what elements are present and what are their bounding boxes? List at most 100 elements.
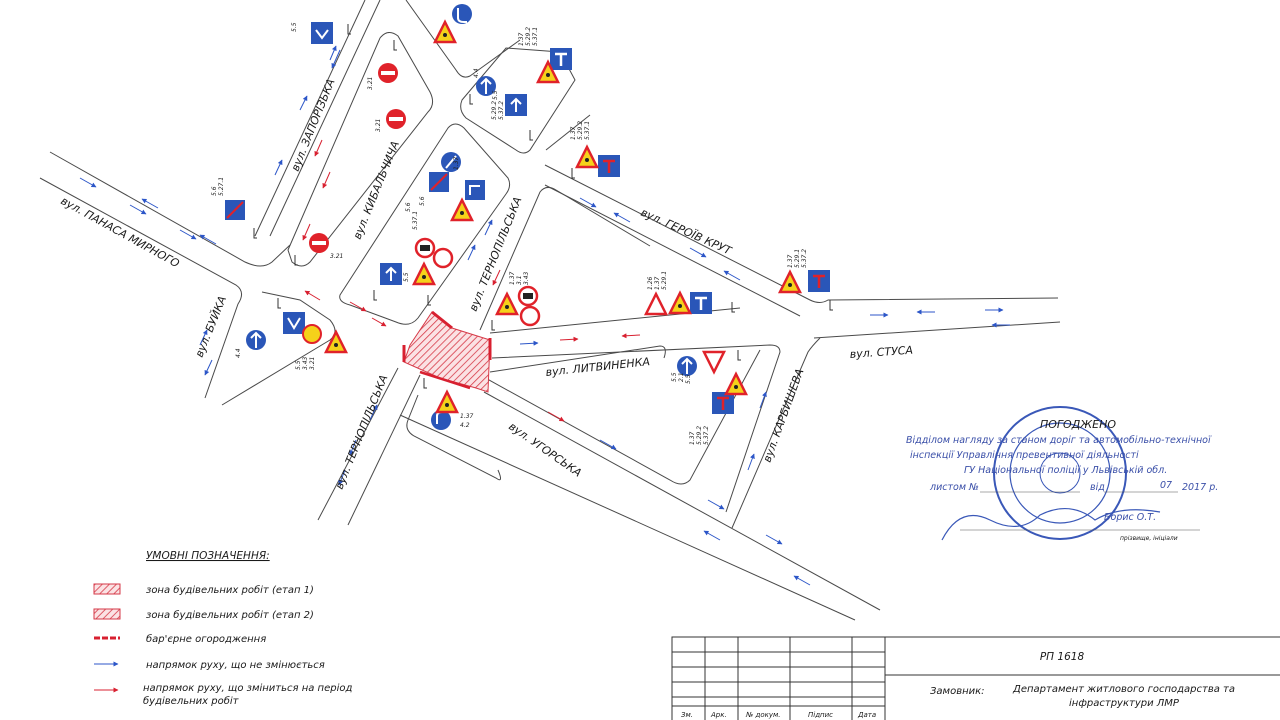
sign-code: 5.6 (211, 186, 218, 196)
legend-swatch-stage2 (93, 608, 121, 620)
header-cell: Зм. (681, 711, 693, 719)
sign-code: 3.21 (309, 357, 316, 370)
dead-end-sign (550, 48, 572, 70)
street-label-stusa: вул. СТУСА (849, 344, 913, 361)
street-label-karbysheva: вул. КАРБИШЕВА (761, 367, 807, 464)
legend-label: зона будівельних робіт (етап 1) (146, 584, 314, 596)
sign-code: 5.5 (295, 360, 302, 370)
roadworks-sign (667, 290, 693, 315)
keep-right-sign (677, 356, 697, 376)
approval-letter-from: від (1090, 482, 1105, 493)
sign-code: 3.1 (516, 275, 523, 285)
sign-code: 5.37.1 (532, 27, 539, 46)
dead-end-sign (808, 270, 830, 292)
street-label-uhorska: вул. УГОРСЬКА (506, 420, 584, 480)
sign-code: 3.43 (302, 356, 309, 370)
speed-limit-sign (432, 247, 454, 269)
approval-heading: ПОГОДЖЕНО (1040, 418, 1116, 431)
lane-direction-sign (429, 172, 449, 192)
no-overtaking-sign (517, 285, 539, 307)
sign-code: 4.4 (473, 68, 480, 78)
lane-direction-sign (225, 200, 245, 220)
sign-code: 5.37.1 (412, 211, 419, 230)
roadworks-sign (535, 59, 561, 84)
keep-right-sign (452, 4, 472, 24)
lane-direction-sign (283, 312, 305, 334)
signature-name: Борис О.Т. (1104, 512, 1156, 523)
customer-label: Замовник: (930, 686, 985, 697)
legend-label-wrap: напрямок руху, що зміниться на період бу… (143, 683, 353, 707)
roadworks-sign (323, 329, 349, 354)
no-entry-sign (378, 63, 398, 83)
legend-label: напрямок руху, що зміниться на період бу… (143, 683, 353, 707)
sign-code: 2.1 (678, 372, 685, 382)
sign-code: 3.21 (330, 253, 343, 260)
legend-label: напрямок руху, що не змінюється (146, 659, 325, 671)
approval-text: інспекції Управління превентивної діяльн… (910, 450, 1139, 461)
dead-end-sign (712, 392, 734, 414)
lane-direction-sign (380, 263, 402, 285)
keep-right-sign (441, 152, 461, 172)
lane-direction-sign (311, 22, 333, 44)
sign-code: 5.5 (671, 372, 678, 382)
sign-code: 3.21 (375, 119, 382, 132)
approval-letter-month: 07 (1160, 480, 1172, 491)
customer-wrap: Департамент житлового господарства та ін… (1013, 684, 1235, 709)
header-cell: Підпис (808, 711, 833, 719)
road-signs (225, 4, 833, 430)
sign-code: 5.37.1 (584, 121, 591, 140)
street-label-ternopilska-north: вул. ТЕРНОПІЛЬСЬКА (467, 195, 525, 313)
legend-swatch-stage1 (93, 583, 121, 595)
construction-zone (402, 310, 492, 393)
sign-code: 1.37 (509, 271, 516, 285)
sign-code: 3.21 (367, 77, 374, 90)
sign-code: 5.29.1 (794, 249, 801, 268)
header-cell: № докум. (745, 711, 781, 719)
sign-code: 5.6 (419, 196, 426, 206)
sign-code: 5.37.2 (498, 101, 505, 120)
dead-end-sign (598, 155, 620, 177)
sign-code: 5.29.2 (696, 426, 703, 445)
give-way-sign (701, 350, 727, 375)
sign-code: 5.29.2 (525, 27, 532, 46)
roadworks-sign (432, 19, 458, 44)
sign-code: 1.37 (453, 156, 460, 170)
approval-block: ПОГОДЖЕНО Відділом нагляду за станом дор… (906, 406, 1218, 542)
sign-code: 5.5 (685, 374, 692, 384)
roadworks-sign (434, 389, 460, 414)
barrier-fence (431, 310, 453, 330)
roadworks-sign (723, 371, 749, 396)
legend-label: зона будівельних робіт (етап 2) (146, 609, 314, 621)
roadworks-sign (449, 197, 475, 222)
signature-scribble (941, 508, 1161, 541)
customer-name: Департамент житлового господарства та ін… (1013, 684, 1235, 709)
sign-code: 1.37 (689, 431, 696, 445)
approval-text: Відділом нагляду за станом доріг та авто… (906, 435, 1212, 446)
legend: УМОВНІ ПОЗНАЧЕННЯ: зона будівельних робі… (93, 550, 353, 707)
direction-arrows (79, 45, 1010, 586)
sign-code: 5.29.2 (491, 101, 498, 120)
sign-code: 5.29.2 (577, 121, 584, 140)
sign-code: 1.37 (570, 126, 577, 140)
sign-code: 5.6 (405, 202, 412, 212)
roadworks-sign (574, 144, 600, 169)
header-cell: Дата (857, 711, 876, 719)
sign-code: 4.4 (235, 348, 242, 358)
no-entry-sign (309, 233, 329, 253)
sign-code: 1.37 (518, 32, 525, 46)
road-edges (39, 0, 1061, 621)
sign-code: 3.43 (523, 271, 530, 285)
approval-text: ГУ Національної поліції у Львівській обл… (964, 465, 1167, 476)
signature-caption: прізвище, ініціали (1120, 535, 1178, 542)
street-label-bujka: вул. БУЙКА (193, 294, 229, 359)
street-label-ternopilska-south: вул. ТЕРНОПІЛЬСЬКА (333, 373, 391, 491)
sign-code-labels: 5.5 3.21 3.21 3.21 5.6 5.27.1 4.4 5.5 1.… (211, 22, 808, 445)
street-label-lytvynenka: вул. ЛИТВИНЕНКА (545, 355, 651, 379)
sign-poles (253, 24, 833, 389)
project-code: РП 1618 (1040, 651, 1085, 663)
roadworks-sign (411, 261, 437, 286)
speed-limit-sign (519, 305, 541, 327)
street-label-heroiv-krut: вул. ГЕРОЇВ КРУТ (639, 206, 735, 258)
sign-code: 5.37.2 (703, 426, 710, 445)
